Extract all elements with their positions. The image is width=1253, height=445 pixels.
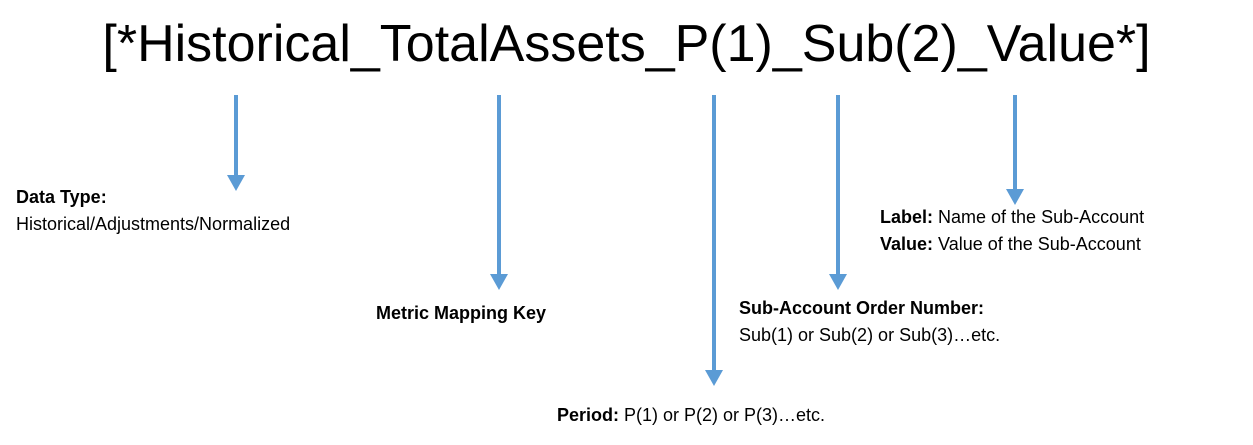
metric-mapping-key-arrow xyxy=(490,95,508,290)
period-annotation: Period: P(1) or P(2) or P(3)…etc. xyxy=(557,402,825,429)
data-type-detail: Historical/Adjustments/Normalized xyxy=(16,214,291,234)
label-value-arrow xyxy=(1006,95,1024,205)
period-arrow xyxy=(705,95,723,386)
metric-mapping-key-title: Metric Mapping Key xyxy=(376,303,547,323)
label-detail: Name of the Sub-Account xyxy=(933,207,1145,227)
period-title: Period: xyxy=(557,405,620,425)
value-title: Value: xyxy=(880,234,934,254)
sub-account-order-detail: Sub(1) or Sub(2) or Sub(3)…etc. xyxy=(739,325,1001,345)
formula-text: [*Historical_TotalAssets_P(1)_Sub(2)_Val… xyxy=(102,15,1151,73)
data-type-title: Data Type: xyxy=(16,187,107,207)
sub-account-order-annotation: Sub-Account Order Number: Sub(1) or Sub(… xyxy=(739,295,1000,349)
data-type-arrow xyxy=(227,95,245,191)
data-type-annotation: Data Type: Historical/Adjustments/Normal… xyxy=(16,184,290,238)
label-title: Label: xyxy=(880,207,934,227)
value-detail: Value of the Sub-Account xyxy=(933,234,1141,254)
sub-account-order-title: Sub-Account Order Number: xyxy=(739,298,985,318)
metric-mapping-key-annotation: Metric Mapping Key xyxy=(376,300,546,327)
period-detail: P(1) or P(2) or P(3)…etc. xyxy=(619,405,826,425)
label-value-annotation: Label: Name of the Sub-Account Value: Va… xyxy=(880,204,1144,258)
sub-account-order-arrow xyxy=(829,95,847,290)
